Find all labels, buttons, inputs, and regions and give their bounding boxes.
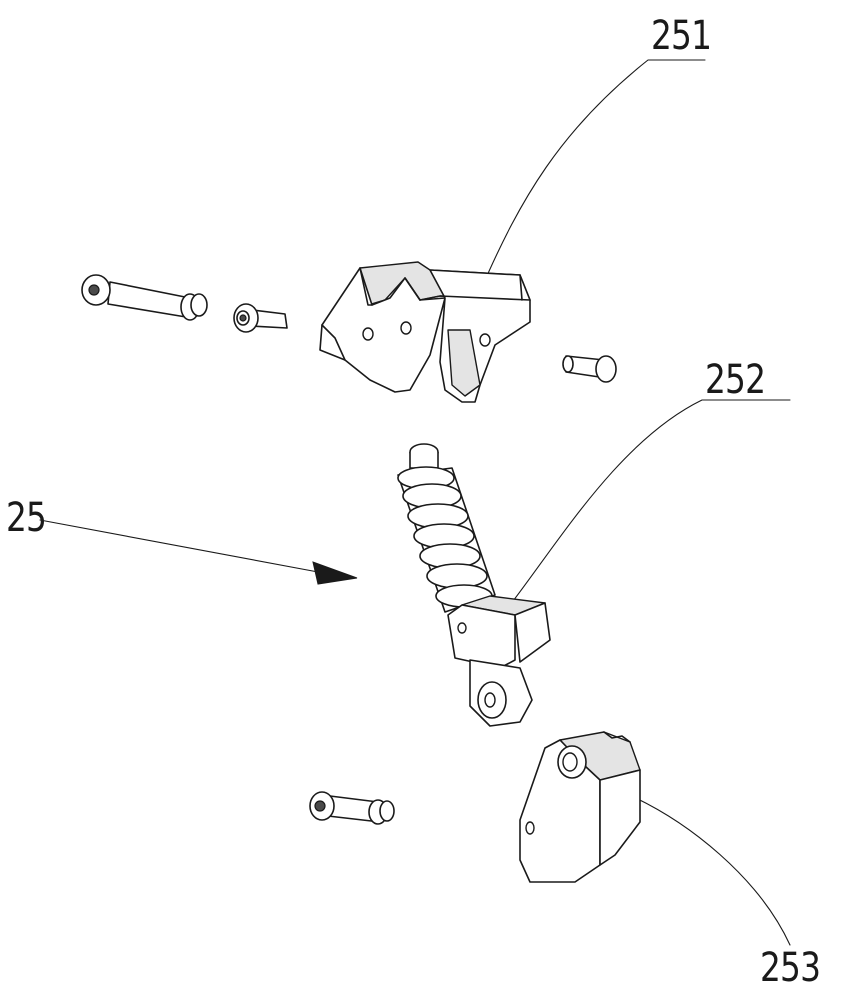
callout-label-25: 25 bbox=[6, 498, 46, 538]
socket-screw-right bbox=[563, 356, 616, 382]
callout-label-253: 253 bbox=[760, 948, 820, 988]
part-251-bracket bbox=[320, 262, 530, 402]
callout-label-251: 251 bbox=[651, 16, 711, 56]
leader-line-252 bbox=[510, 400, 790, 605]
part-252-spring-damper bbox=[398, 444, 550, 726]
leader-line-251 bbox=[482, 60, 705, 287]
spring-coils bbox=[398, 467, 492, 607]
callout-label-252: 252 bbox=[705, 360, 765, 400]
socket-screw-left bbox=[234, 304, 287, 332]
leader-line-253 bbox=[618, 790, 790, 945]
long-bolt bbox=[82, 275, 207, 320]
assembly-arrow-25 bbox=[40, 520, 357, 584]
short-bolt bbox=[310, 792, 394, 824]
part-253-mount bbox=[520, 732, 640, 882]
